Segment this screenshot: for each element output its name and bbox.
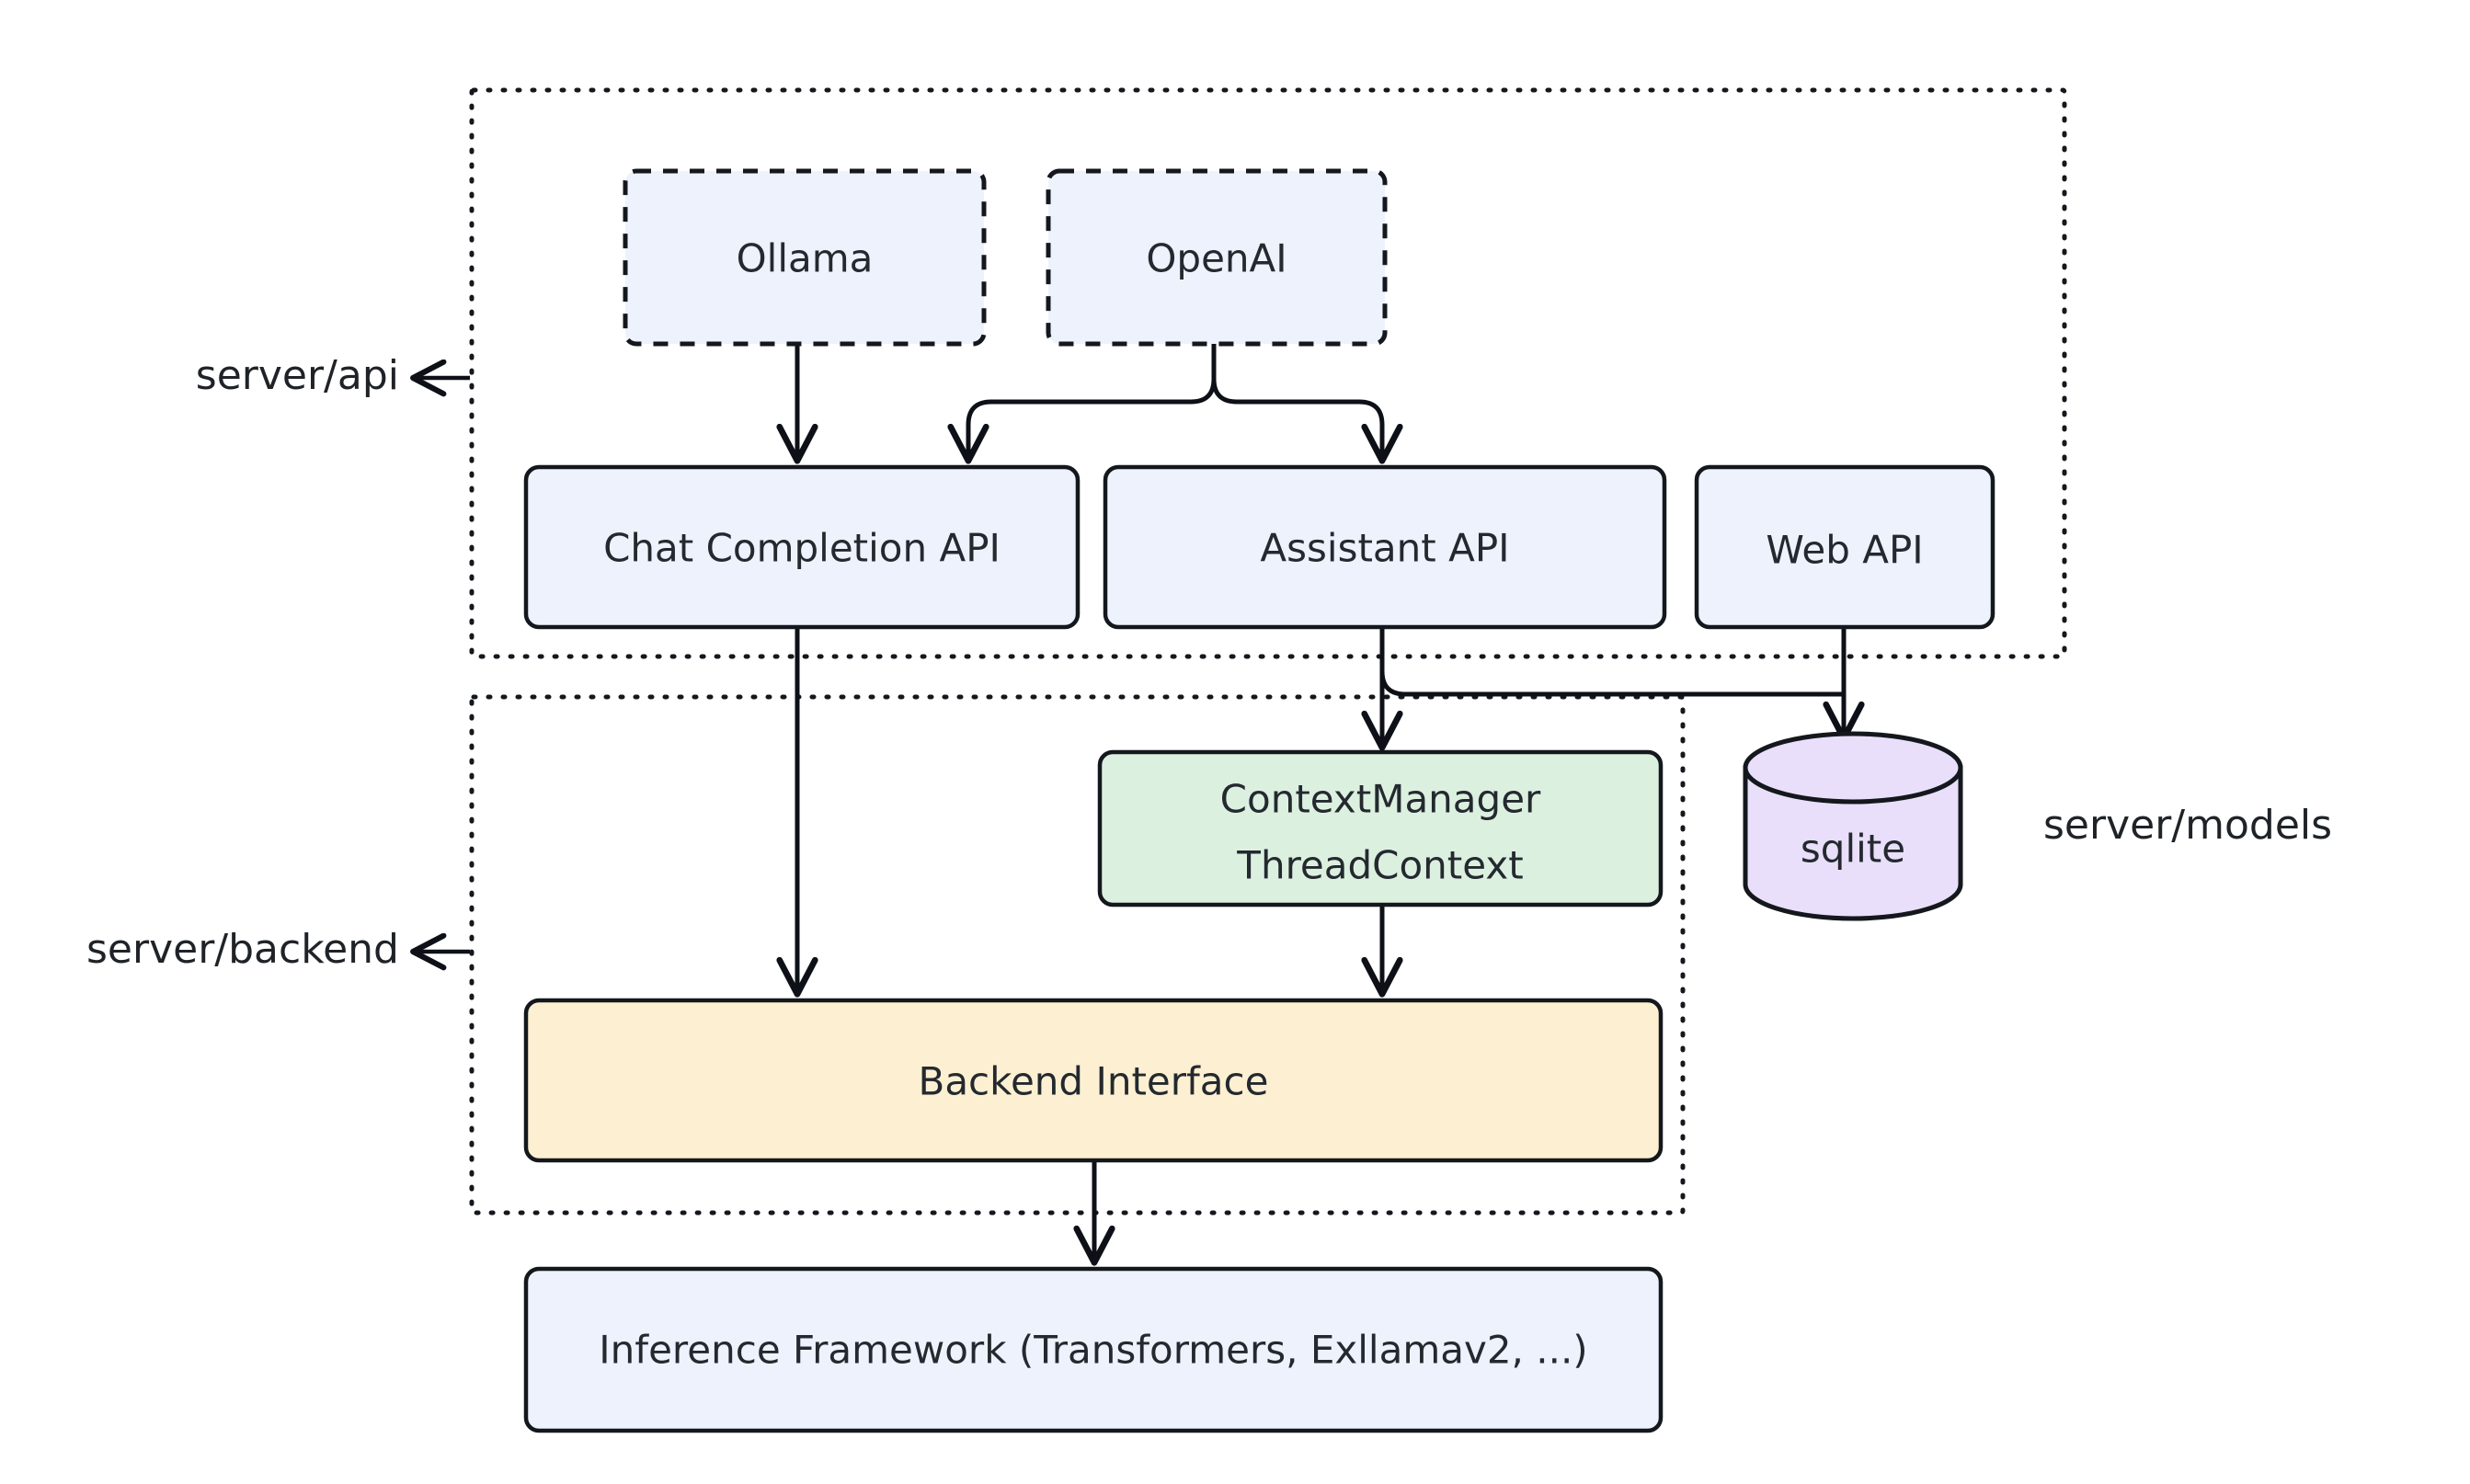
node-sqlite-label: sqlite bbox=[1801, 827, 1905, 872]
group-label-server-api: server/api bbox=[196, 352, 399, 399]
node-web-api-shape bbox=[1694, 464, 1995, 630]
node-context-manager-label-line2: ThreadContext bbox=[1236, 843, 1523, 888]
node-assistant-api-label: Assistant API bbox=[1260, 526, 1509, 571]
group-label-server-backend: server/backend bbox=[86, 926, 399, 973]
node-context-manager-shape bbox=[1097, 749, 1664, 908]
node-sqlite[interactable]: sqlite bbox=[1743, 731, 1963, 921]
edge-openai-to-assistant-api bbox=[1211, 344, 1382, 458]
node-assistant-api[interactable]: Assistant API bbox=[1103, 464, 1667, 630]
node-inference-framework-shape bbox=[523, 1266, 1664, 1433]
node-sqlite-body bbox=[1743, 765, 1963, 921]
node-web-api[interactable]: Web API bbox=[1694, 464, 1995, 630]
node-chat-completion-api[interactable]: Chat Completion API bbox=[523, 464, 1081, 630]
node-sqlite-top bbox=[1743, 731, 1963, 805]
node-ollama-shape bbox=[623, 168, 987, 347]
edge-assistant-api-to-sqlite bbox=[1379, 670, 1844, 697]
node-context-manager[interactable]: ContextManager ThreadContext bbox=[1097, 749, 1664, 908]
node-inference-framework-label: Inference Framework (Transformers, Exlla… bbox=[599, 1328, 1587, 1373]
node-web-api-label: Web API bbox=[1766, 528, 1923, 573]
edge-openai-to-chat-completion-api bbox=[968, 344, 1217, 458]
node-inference-framework[interactable]: Inference Framework (Transformers, Exlla… bbox=[523, 1266, 1664, 1433]
node-openai-label: OpenAI bbox=[1146, 236, 1286, 281]
node-chat-completion-api-shape bbox=[523, 464, 1081, 630]
node-context-manager-label-line1: ContextManager bbox=[1220, 777, 1541, 822]
node-backend-interface[interactable]: Backend Interface bbox=[523, 998, 1664, 1163]
node-backend-interface-shape bbox=[523, 998, 1664, 1163]
node-ollama-label: Ollama bbox=[737, 236, 874, 281]
node-openai[interactable]: OpenAI bbox=[1046, 168, 1388, 347]
group-container-server-backend bbox=[469, 694, 1686, 1216]
node-openai-shape bbox=[1046, 168, 1388, 347]
group-container-server-api bbox=[469, 87, 2067, 659]
node-ollama[interactable]: Ollama bbox=[623, 168, 987, 347]
group-label-server-models: server/models bbox=[2043, 802, 2332, 849]
node-backend-interface-label: Backend Interface bbox=[919, 1059, 1269, 1104]
node-assistant-api-shape bbox=[1103, 464, 1667, 630]
node-chat-completion-api-label: Chat Completion API bbox=[603, 526, 1001, 571]
